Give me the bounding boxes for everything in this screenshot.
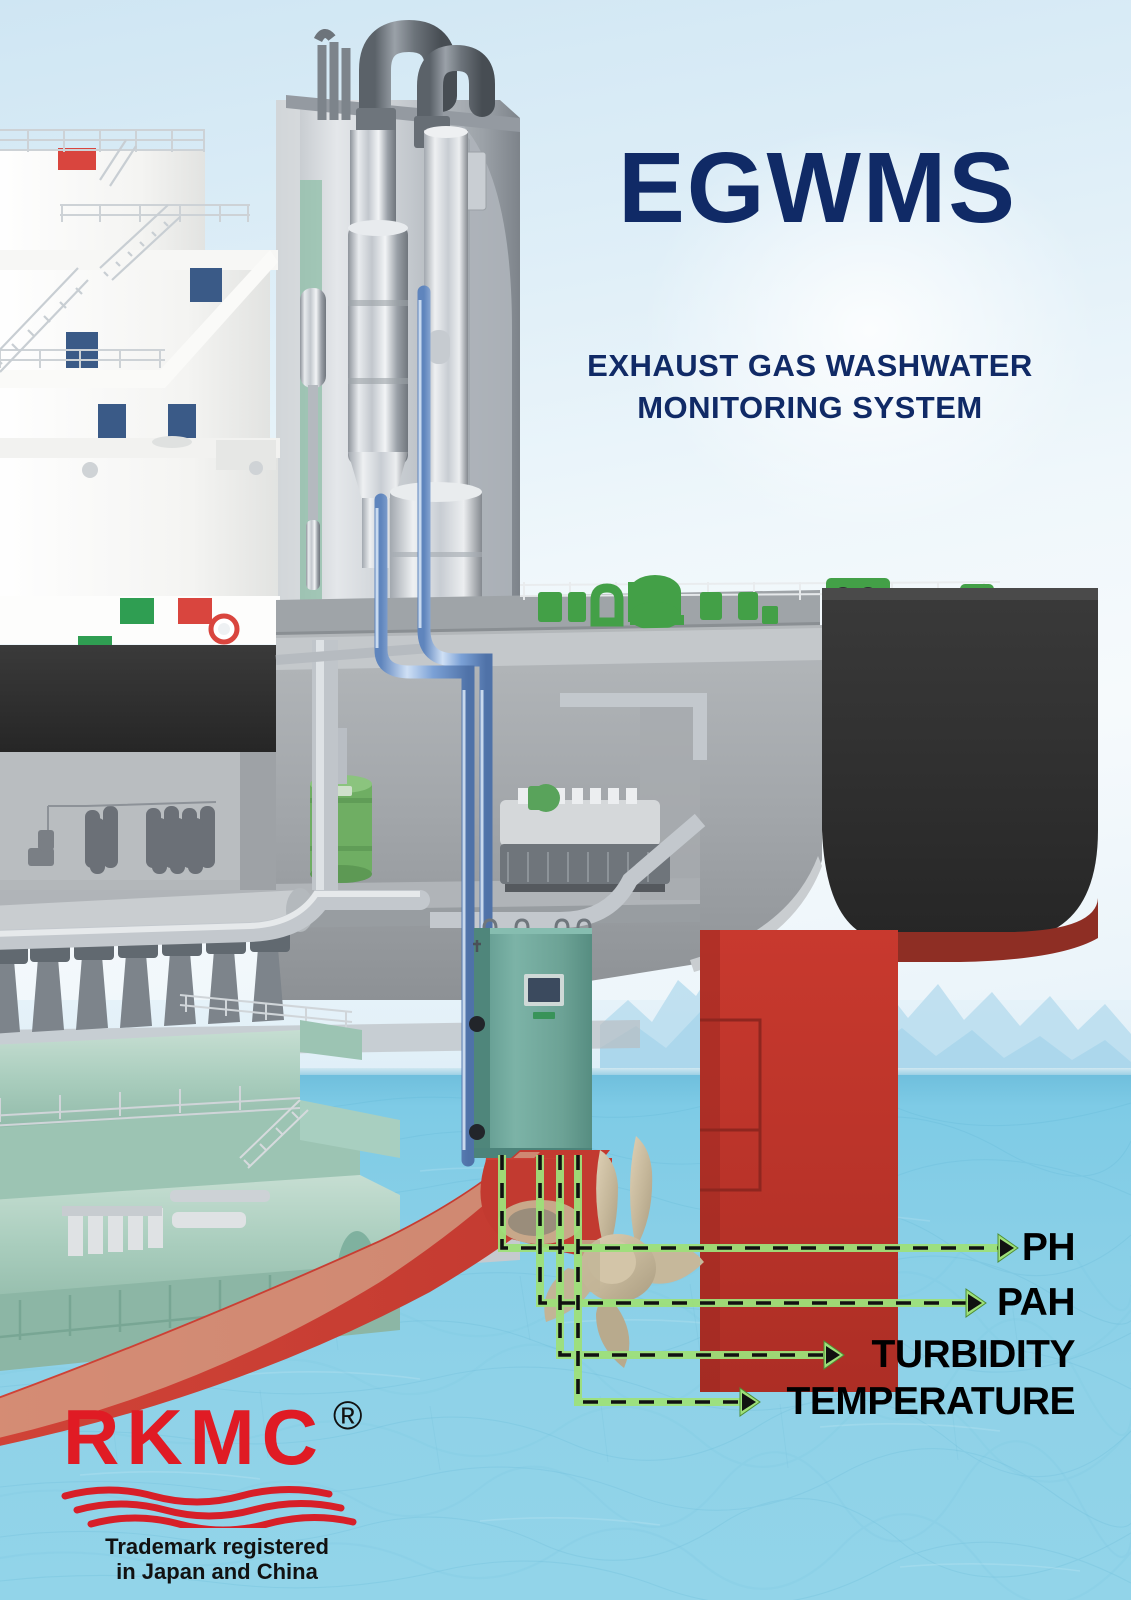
poster-subtitle-line-2: MONITORING SYSTEM (637, 389, 983, 425)
hull-black-band-left (0, 645, 276, 752)
monitoring-cabinet (469, 918, 592, 1158)
cabinet-display-screen (528, 978, 560, 1002)
sensor-label-ph: PH (1021, 1226, 1076, 1269)
logo-brand-row: RKMC ® (55, 1393, 415, 1484)
logo-tagline-line-2: in Japan and China (116, 1559, 318, 1585)
rudder (700, 930, 898, 1392)
cargo-hold-area (0, 752, 276, 890)
ship-superstructure (0, 129, 280, 654)
sensor-label-temperature: TEMPERATURE (786, 1380, 1076, 1423)
scrubber-tower (300, 126, 482, 640)
poster-title: EGWMS (618, 132, 1017, 244)
poster-subtitle: EXHAUST GAS WASHWATER MONITORING SYSTEM (520, 345, 1100, 429)
logo-tagline-line-1: Trademark registered (105, 1534, 329, 1559)
sensor-label-turbidity: TURBIDITY (871, 1333, 1076, 1376)
rkmc-logo: RKMC ® Trademark registered in Japan and… (55, 1393, 415, 1585)
logo-brand-text: RKMC (63, 1393, 325, 1481)
poster-subtitle-line-1: EXHAUST GAS WASHWATER (587, 348, 1033, 383)
steel-piping (0, 640, 707, 950)
logo-wave-icon (61, 1486, 357, 1528)
stern-hull (822, 588, 1098, 940)
sun-glow (640, 120, 1100, 540)
sensor-label-pah: PAH (997, 1281, 1075, 1324)
gas-cylinder-rack (28, 801, 217, 874)
registered-trademark-icon: ® (333, 1394, 363, 1438)
sensor-connector-lines (498, 1155, 1019, 1417)
logo-tagline: Trademark registered in Japan and China (67, 1534, 367, 1585)
